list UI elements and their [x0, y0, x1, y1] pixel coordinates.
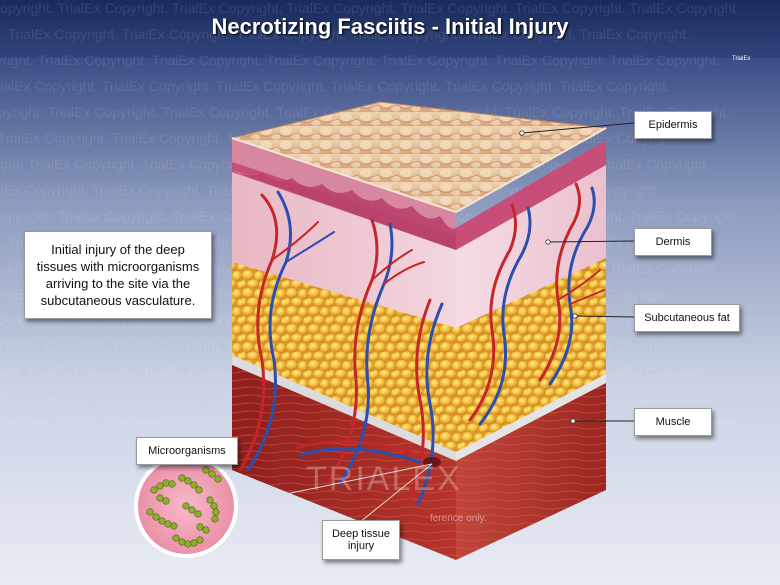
page-title: Necrotizing Fasciitis - Initial Injury — [211, 14, 569, 39]
label-dermis-text: Dermis — [655, 236, 691, 248]
microorganisms-inset — [134, 454, 238, 558]
vein — [478, 206, 532, 426]
label-deep-tissue-injury-text: Deep tissue injury — [331, 528, 391, 552]
leader-dot — [545, 239, 551, 245]
leader-line-inset — [227, 463, 433, 507]
label-epidermis: Epidermis — [634, 111, 712, 139]
artery — [238, 193, 279, 472]
leader-line-deep-tissue-injury — [359, 463, 433, 523]
artery-in-muscle — [294, 440, 426, 458]
label-muscle: Muscle — [634, 408, 712, 436]
vein — [548, 186, 596, 386]
description-text: Initial injury of the deep tissues with … — [36, 242, 200, 308]
leader-line-subcutaneous-fat — [574, 315, 635, 318]
corner-watermark: TrialEx — [732, 56, 751, 62]
description-box: Initial injury of the deep tissues with … — [24, 231, 212, 319]
label-subcutaneous-fat-text: Subcutaneous fat — [644, 312, 730, 324]
label-microorganisms-text: Microorganisms — [148, 445, 226, 457]
fascia-right — [456, 374, 606, 462]
artery-branch — [557, 269, 605, 305]
artery — [468, 203, 517, 422]
right-face — [456, 140, 606, 560]
vein — [416, 302, 444, 506]
muscle-fibers-right — [456, 383, 606, 560]
vein-branch — [285, 231, 335, 263]
dermal-papillae — [232, 170, 456, 250]
blood-vessels — [238, 182, 605, 506]
title-bar — [0, 0, 780, 58]
label-deep-tissue-injury: Deep tissue injury — [322, 520, 400, 560]
leader-lines — [227, 122, 635, 523]
leader-dots — [519, 130, 578, 424]
subcutaneous-fat-left — [232, 262, 456, 455]
artery — [408, 298, 432, 502]
epidermis-edge-highlight — [231, 127, 607, 214]
artery-branch — [371, 249, 425, 285]
label-dermis: Dermis — [634, 228, 712, 256]
vein — [246, 190, 292, 472]
bacteria-chains — [146, 466, 222, 548]
artery — [328, 218, 379, 482]
label-muscle-text: Muscle — [655, 416, 691, 428]
muscle-fibers-left — [232, 365, 456, 560]
label-epidermis-text: Epidermis — [648, 119, 698, 131]
artery-branch — [271, 221, 319, 261]
vein — [338, 222, 394, 486]
leader-line-dermis — [547, 240, 635, 243]
leader-dot — [572, 313, 578, 319]
artery — [538, 182, 581, 382]
leader-dot — [570, 418, 576, 424]
brand-watermark: TRIALEX — [306, 460, 462, 498]
vein-in-muscle — [298, 447, 422, 464]
leader-line-epidermis — [521, 122, 635, 134]
reference-watermark: ference only. — [430, 513, 487, 524]
fascia-left — [232, 355, 456, 462]
label-subcutaneous-fat: Subcutaneous fat — [634, 304, 740, 332]
leader-dot — [519, 130, 525, 136]
label-microorganisms: Microorganisms — [136, 437, 238, 465]
